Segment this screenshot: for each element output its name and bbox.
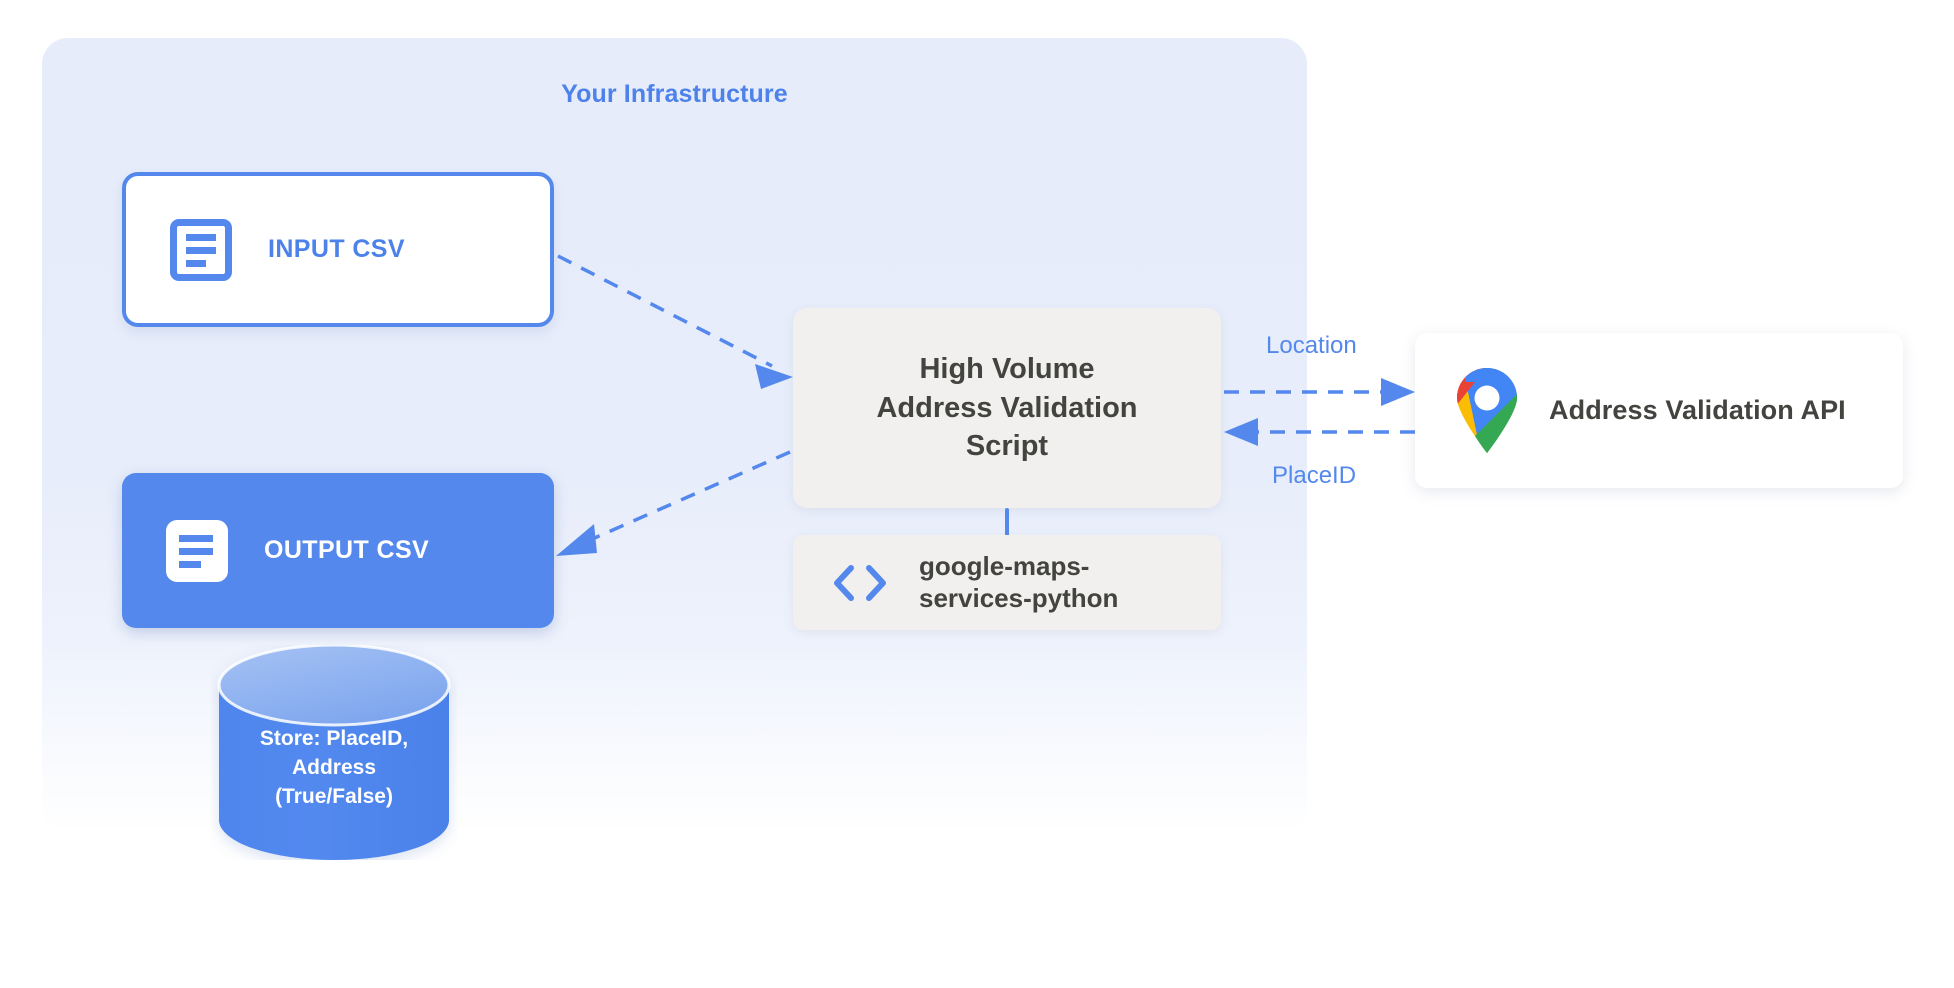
google-maps-services-python-node[interactable]: google-maps- services-python — [793, 535, 1221, 630]
edge-label-location: Location — [1266, 332, 1357, 359]
document-icon — [170, 218, 232, 281]
api-label: Address Validation API — [1549, 395, 1846, 425]
input-csv-node[interactable]: INPUT CSV — [122, 172, 554, 327]
input-csv-label: INPUT CSV — [268, 235, 405, 263]
address-validation-api-node[interactable]: Address Validation API — [1415, 333, 1903, 488]
script-library-connector — [1005, 508, 1009, 538]
output-csv-label: OUTPUT CSV — [264, 536, 430, 564]
infrastructure-title: Your Infrastructure — [561, 80, 788, 108]
google-maps-pin-icon — [1457, 367, 1517, 453]
script-label: High Volume Address Validation Script — [876, 353, 1138, 463]
high-volume-script-node[interactable]: High Volume Address Validation Script — [793, 308, 1221, 508]
edge-label-placeid: PlaceID — [1272, 462, 1357, 489]
code-brackets-icon — [834, 564, 886, 601]
output-csv-node[interactable]: OUTPUT CSV — [122, 473, 554, 628]
database-label: Store: PlaceID, Address (True/False) — [259, 727, 409, 808]
document-icon — [166, 519, 228, 582]
database-cylinder-icon — [217, 645, 451, 860]
library-label: google-maps- services-python — [919, 550, 1119, 613]
database-node[interactable]: Store: PlaceID, Address (True/False) — [211, 645, 457, 860]
